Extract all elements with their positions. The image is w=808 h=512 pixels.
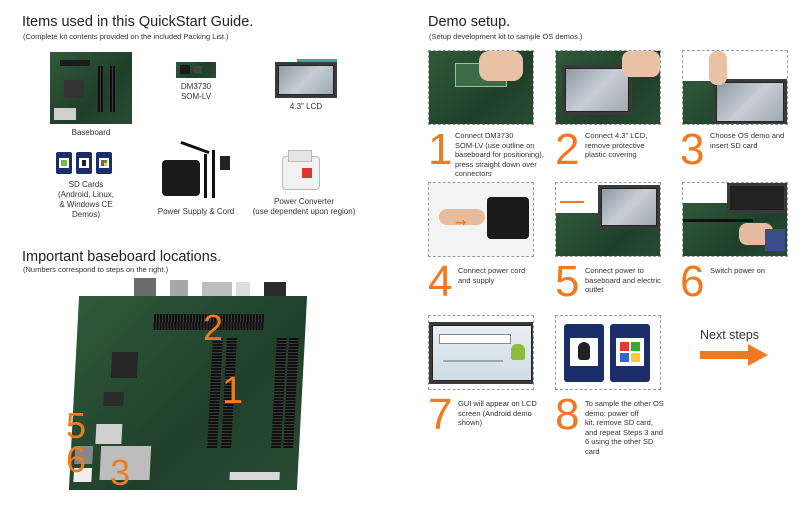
sd-caption-line3: & Windows CE	[59, 200, 113, 209]
baseboard-caption: Baseboard	[71, 128, 111, 137]
next-steps-label: Next steps	[700, 328, 760, 342]
step-8-photo	[555, 315, 661, 390]
step-8-line: demo: power off	[585, 408, 639, 418]
power-supply-image	[162, 140, 234, 204]
step-1-number: 1	[428, 125, 453, 174]
converter-caption-line1: Power Converter	[273, 197, 335, 206]
board-marker-2: 2	[203, 307, 224, 348]
step-8-text: To sample the other OS demo: power off k…	[585, 399, 681, 456]
locations-title: Important baseboard locations.	[22, 249, 222, 265]
som-caption-line1: DM3730	[180, 82, 212, 91]
step-3-text: Choose OS demo and insert SD card	[710, 131, 800, 150]
step-7-line: screen (Android demo	[458, 408, 532, 418]
step-3-photo	[682, 50, 788, 125]
converter-caption-line2: (use dependent upon region)	[252, 207, 356, 216]
step-5-number: 5	[555, 257, 580, 306]
step-4-photo: ➞	[428, 182, 534, 257]
step-3-line: insert SD card	[710, 140, 758, 150]
step-8-number: 8	[555, 390, 580, 439]
board-marker-1: 1	[222, 370, 244, 412]
step-7-text: GUI will appear on LCD screen (Android d…	[458, 399, 548, 428]
step-3-line: Choose OS demo and	[710, 131, 785, 140]
board-marker-3: 3	[110, 452, 131, 493]
items-title: Items used in this QuickStart Guide.	[22, 14, 254, 30]
som-module-image	[176, 62, 216, 78]
step-7-line: shown)	[458, 418, 483, 427]
step-4-text: Connect power cord and supply	[458, 266, 548, 285]
step-1-line: Connect DM3730	[455, 131, 514, 140]
power-converter-image	[282, 150, 322, 190]
step-7-line: GUI will appear on LCD	[458, 399, 537, 408]
step-1-line: baseboard for positioning),	[455, 150, 544, 159]
step-4-line: Connect power cord	[458, 266, 526, 275]
step-2-number: 2	[555, 125, 580, 174]
step-1-line: connectors	[455, 169, 492, 178]
step-5-line: Connect power to	[585, 266, 644, 275]
step-6-photo	[682, 182, 788, 257]
sd-caption-line2: (Android, Linux,	[57, 190, 115, 199]
step-8-line: and repeat Steps 3 and	[585, 427, 663, 437]
step-6-line: Switch power on	[710, 266, 766, 275]
step-5-text: Connect power to baseboard and electric …	[585, 266, 677, 295]
step-2-line: plastic covering	[585, 150, 637, 159]
sd-caption-line4: Demos)	[71, 210, 100, 219]
step-2-text: Connect 4.3" LCD, remove protective plas…	[585, 131, 675, 160]
step-2-line: remove protective	[585, 140, 645, 150]
step-8-line: kit, remove SD card,	[585, 418, 653, 427]
step-1-photo	[428, 50, 534, 125]
step-5-line: baseboard and electric	[585, 275, 661, 285]
baseboard-image	[50, 52, 132, 124]
step-8-line: 6 using the other SD	[585, 437, 654, 446]
step-6-number: 6	[680, 257, 705, 306]
next-steps-arrow-icon	[700, 344, 768, 366]
step-8-line: card	[585, 446, 600, 456]
step-4-line: and supply	[458, 275, 495, 285]
step-7-photo	[428, 315, 534, 390]
step-3-number: 3	[680, 125, 705, 174]
step-1-line: press straight down over	[455, 159, 537, 169]
sd-caption-line1: SD Cards	[68, 180, 104, 189]
lcd-image	[275, 59, 337, 98]
step-5-line: outlet	[585, 285, 604, 294]
board-marker-6: 6	[66, 439, 87, 480]
step-4-number: 4	[428, 257, 453, 306]
step-8-line: To sample the other OS	[585, 399, 664, 408]
demo-setup-title: Demo setup.	[428, 14, 511, 30]
step-2-photo	[555, 50, 661, 125]
demo-setup-subtitle: (Setup development kit to sample OS demo…	[429, 32, 583, 41]
locations-subtitle: (Numbers correspond to steps on the righ…	[23, 265, 169, 274]
baseboard-large-image	[68, 276, 314, 492]
step-2-line: Connect 4.3" LCD,	[585, 131, 648, 140]
step-1-text: Connect DM3730 SOM-LV (use outline on ba…	[455, 131, 555, 179]
som-caption-line2: SOM-LV	[180, 92, 212, 101]
items-subtitle: (Complete kit contents provided on the i…	[23, 32, 229, 41]
power-supply-caption: Power Supply & Cord	[157, 207, 235, 216]
board-marker-5: 5	[66, 405, 87, 446]
step-1-line: SOM-LV (use outline on	[455, 140, 535, 150]
lcd-caption: 4.3" LCD	[289, 102, 323, 111]
step-6-text: Switch power on	[710, 266, 800, 276]
step-7-number: 7	[428, 390, 453, 439]
sd-cards-image	[56, 152, 116, 176]
step-5-photo	[555, 182, 661, 257]
